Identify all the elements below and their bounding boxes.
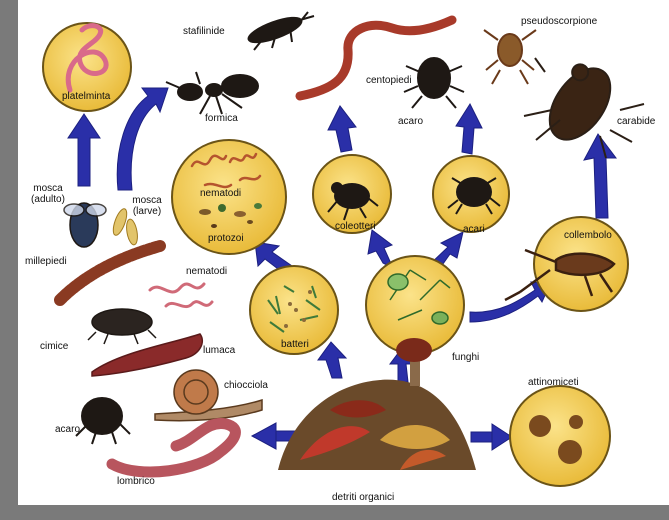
circle-attinomiceti [510, 386, 610, 486]
arrow-mosca-to-platelminta [68, 114, 100, 186]
label-lumaca: lumaca [203, 345, 235, 356]
label-acaro-top: acaro [398, 116, 423, 127]
chiocciola-icon [155, 370, 262, 421]
arrow-acari-up [456, 104, 482, 154]
millepiedi-icon [60, 246, 160, 300]
carabide-icon [524, 57, 644, 158]
label-funghi: funghi [452, 352, 479, 363]
nematodi-side-icon [150, 284, 212, 307]
food-web-drawing [0, 0, 669, 505]
label-carabide: carabide [617, 116, 655, 127]
formica-icon [166, 72, 258, 114]
label-mosca-adulto: mosca (adulto) [26, 183, 70, 205]
label-formica: formica [205, 113, 238, 124]
stafilinide-icon [246, 12, 314, 50]
cimice-icon [88, 309, 156, 344]
label-stafilinide: stafilinide [183, 26, 225, 37]
arrow-detriti-to-batteri [318, 342, 346, 378]
arrow-detriti-to-attinomiceti-head [492, 424, 512, 450]
label-collembolo: collembolo [564, 230, 612, 241]
label-cimice: cimice [40, 341, 68, 352]
arrow-funghi-to-collembolo [470, 282, 550, 322]
label-nematodi-circle: nematodi [200, 188, 241, 199]
label-acari: acari [463, 224, 485, 235]
label-pseudoscorpione: pseudoscorpione [521, 16, 597, 27]
acaro-bottom-icon [76, 398, 130, 444]
frame-bottom [0, 505, 669, 520]
label-platelminta: platelminta [62, 91, 110, 102]
pseudoscorpione-icon [484, 30, 536, 84]
arrow-larve-to-formica [117, 88, 168, 190]
label-coleotteri: coleotteri [335, 221, 376, 232]
arrow-detriti-to-left-head [252, 423, 276, 449]
mosca-adulto-icon [64, 203, 106, 247]
label-detriti-organici: detriti organici [332, 492, 394, 503]
label-centopiedi: centopiedi [366, 75, 412, 86]
lumaca-icon [92, 334, 202, 376]
label-chiocciola: chiocciola [224, 380, 268, 391]
acaro-top-icon [404, 58, 464, 108]
lombrico-icon [112, 423, 235, 472]
arrow-coleotteri-up [328, 106, 356, 152]
label-batteri: batteri [281, 339, 309, 350]
label-protozoi: protozoi [208, 233, 244, 244]
detriti-organici-icon [278, 380, 476, 470]
label-lombrico: lombrico [117, 476, 155, 487]
arrow-collembolo-to-carabide [584, 134, 616, 218]
label-mosca-larve: mosca (larve) [128, 195, 166, 217]
label-acaro-bottom: acaro [55, 424, 80, 435]
label-attinomiceti: attinomiceti [528, 377, 579, 388]
label-millepiedi: millepiedi [25, 256, 67, 267]
label-nematodi-side: nematodi [186, 266, 227, 277]
